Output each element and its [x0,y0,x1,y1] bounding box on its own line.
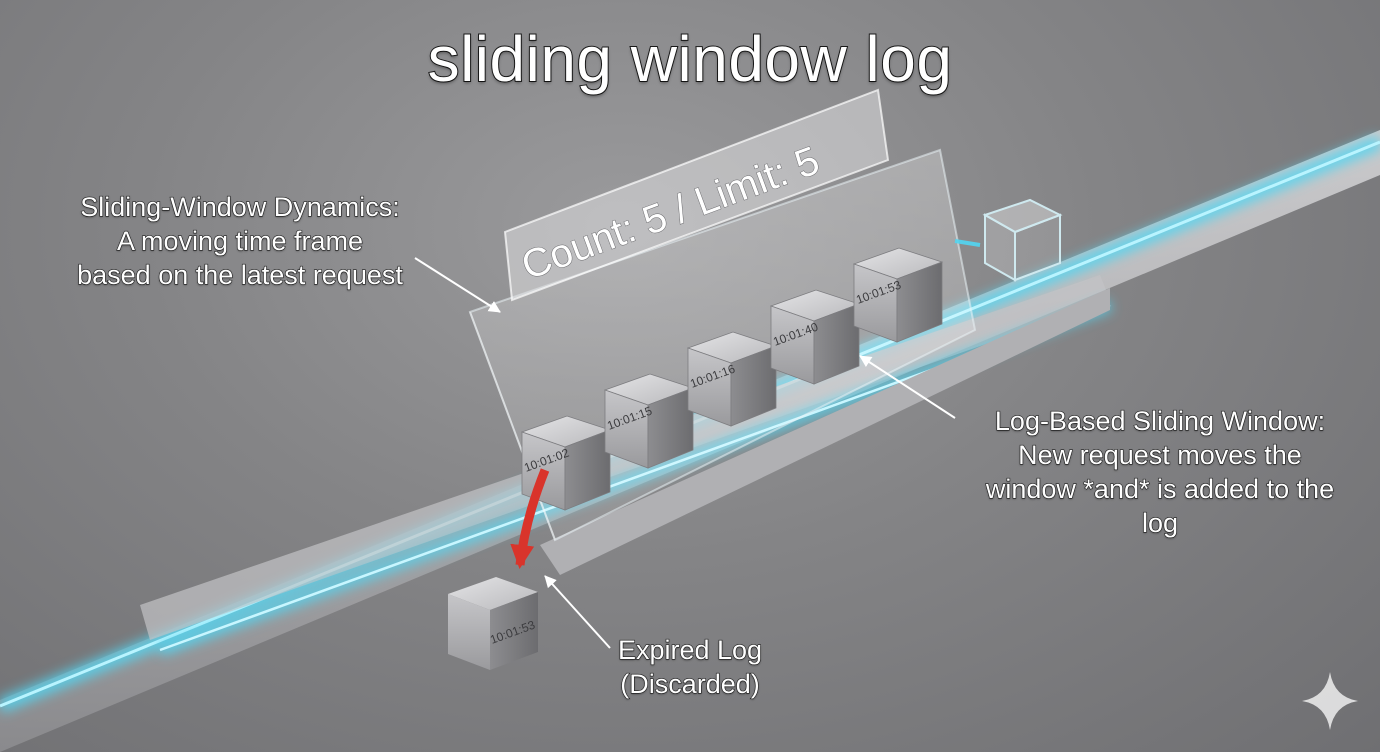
sparkle-icon [1302,672,1358,730]
callout-line: Expired Log [617,634,763,665]
callout-expired-log: Expired Log (Discarded) [580,633,800,701]
callout-line: New request moves the [1018,439,1303,470]
log-entry-cube: 10:01:40 [769,289,861,385]
callout-line: log [1141,507,1179,538]
log-window-leader [859,355,956,419]
log-entry-cube: 10:01:53 [852,247,944,343]
callout-sliding-window-dynamics: Sliding-Window Dynamics: A moving time f… [30,190,450,292]
callout-log-based-window: Log-Based Sliding Window: New request mo… [940,404,1380,540]
callout-line: based on the latest request [77,259,404,290]
page-title: sliding window log [427,22,953,96]
incoming-request-cube [954,198,1063,282]
callout-line: (Discarded) [620,668,761,699]
callout-line: Sliding-Window Dynamics: [80,191,401,222]
callout-line: Log-Based Sliding Window: [994,405,1326,436]
dynamics-leader [414,257,501,313]
callout-line: A moving time frame [116,225,364,256]
log-entry-cube: 10:01:16 [686,331,778,427]
callout-line: window *and* is added to the [985,473,1335,504]
discard-arrow [510,468,550,569]
expired-log-cube: 10:01:53 [448,577,538,670]
expired-leader [544,575,611,649]
log-entry-cube: 10:01:15 [603,373,695,469]
